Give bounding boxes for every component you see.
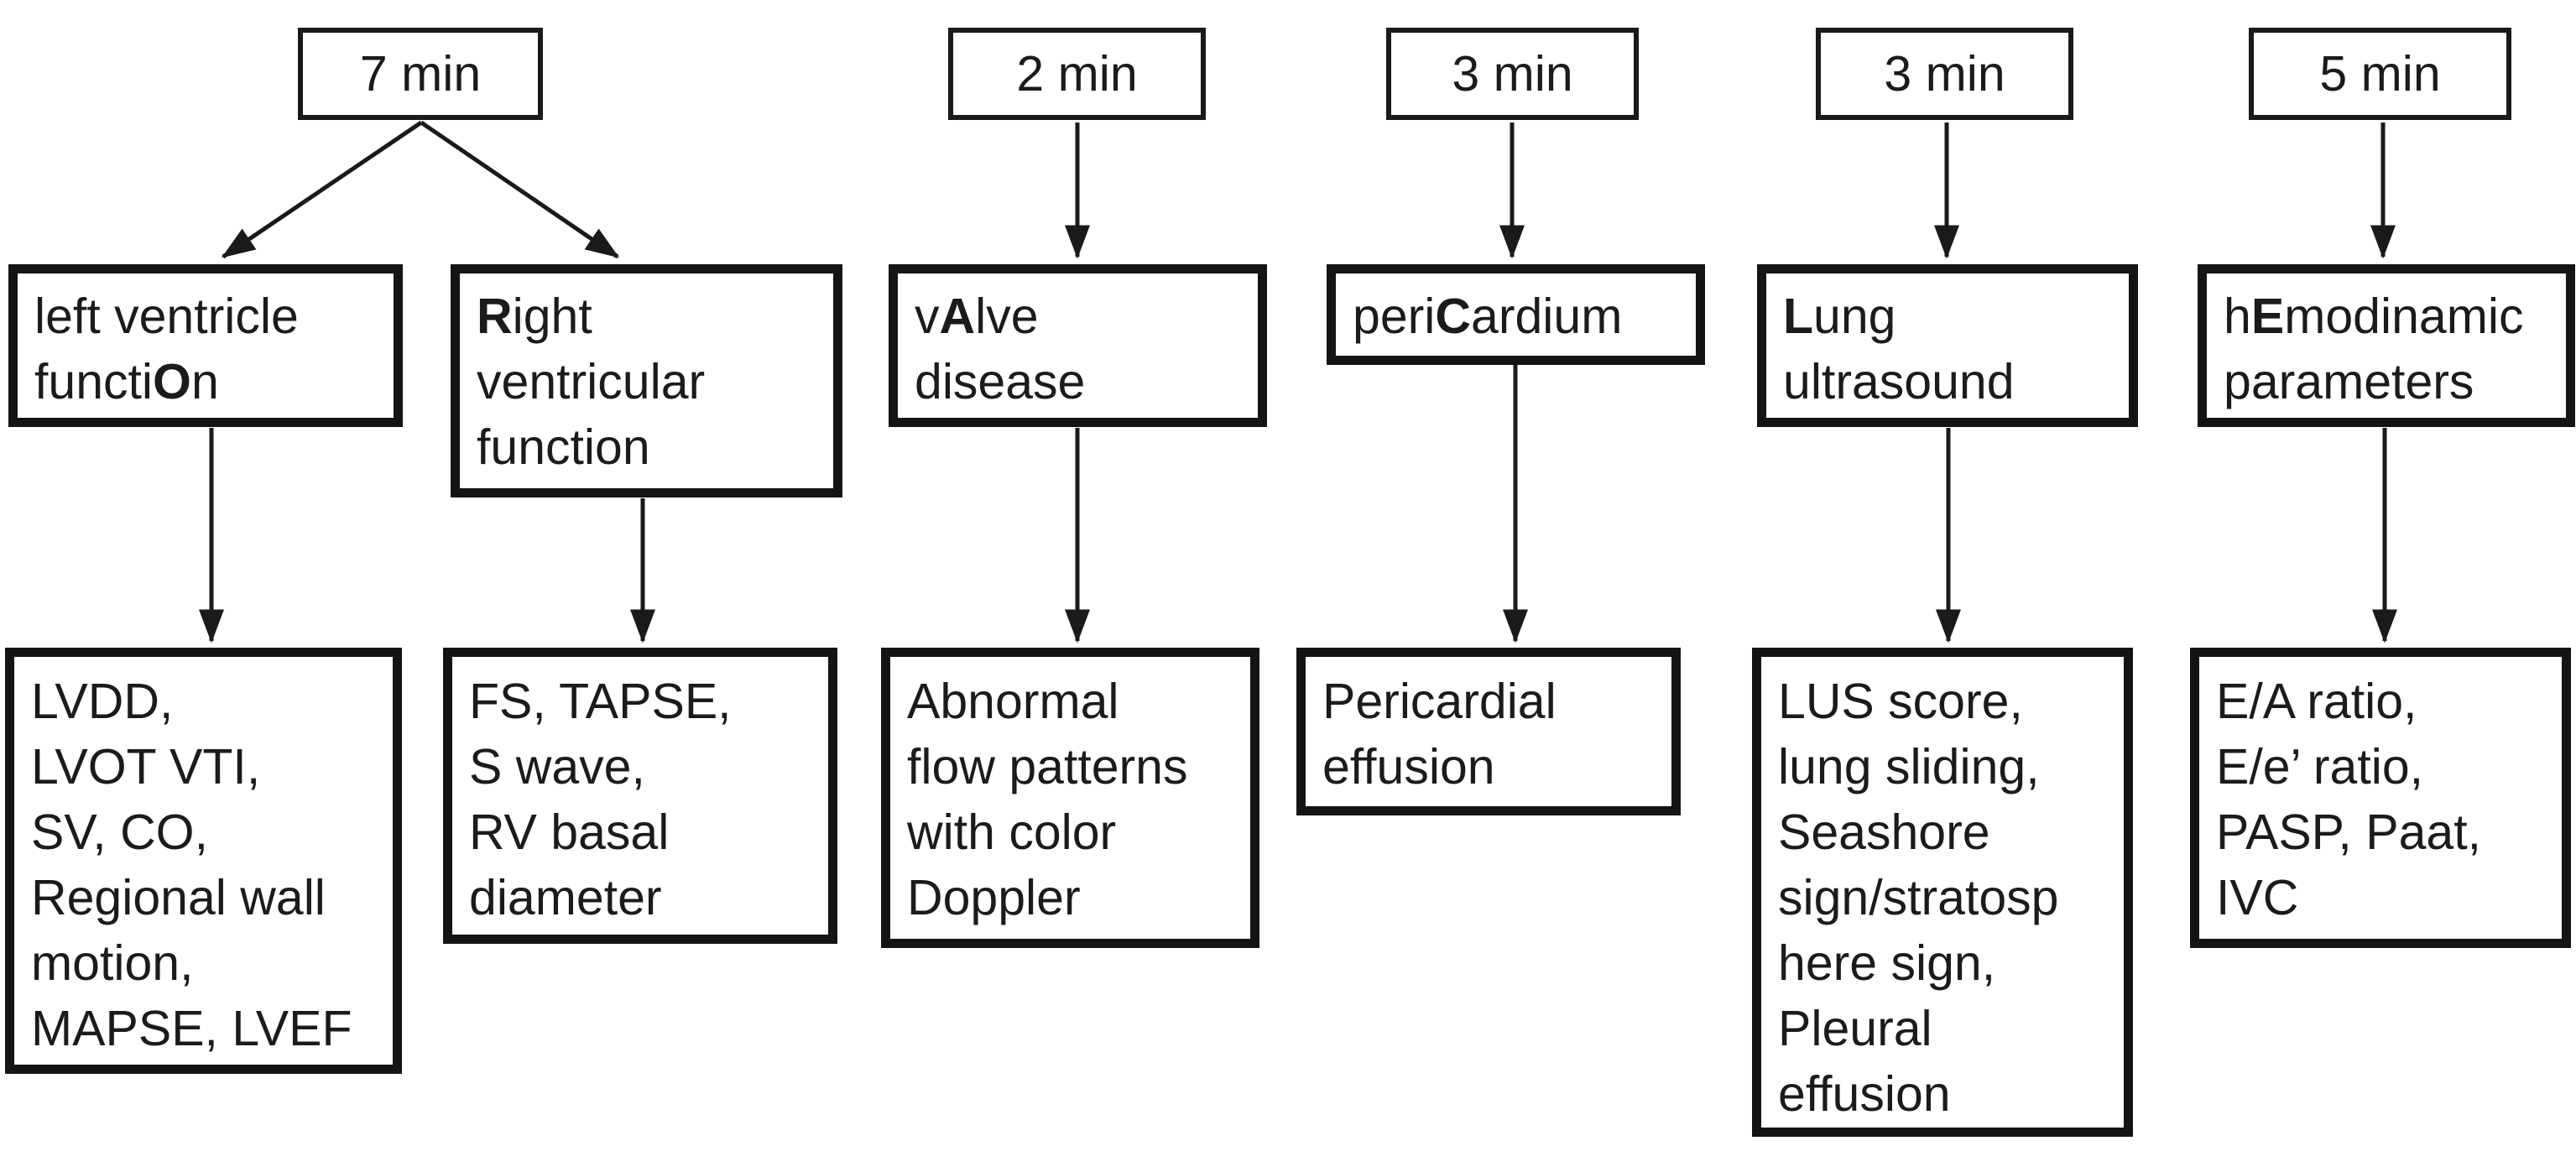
category-acronym-letter: R bbox=[477, 289, 513, 344]
category-box-lung-ultrasound: Lung ultrasound bbox=[1757, 264, 2138, 427]
category-text: lve disease bbox=[915, 289, 1086, 409]
category-box-right-ventricular-function: Right ventricular function bbox=[451, 264, 842, 497]
time-box-2min: 2 min bbox=[948, 28, 1206, 120]
time-label: 2 min bbox=[1016, 45, 1138, 102]
category-text: n bbox=[190, 354, 219, 409]
time-box-7min: 7 min bbox=[298, 28, 543, 120]
category-text: ight ventricular function bbox=[477, 289, 706, 475]
time-label: 3 min bbox=[1452, 45, 1573, 102]
detail-box-hemodynamic-measures: E/A ratio, E/e’ ratio, PASP, Paat, IVC bbox=[2190, 648, 2571, 948]
detail-box-rv-function-measures: FS, TAPSE, S wave, RV basal diameter bbox=[443, 648, 837, 944]
category-text: ardium bbox=[1471, 289, 1623, 344]
category-text: v bbox=[915, 289, 940, 344]
category-text: peri bbox=[1353, 289, 1436, 344]
arrow-7min-to-lv-function bbox=[221, 120, 423, 259]
category-text: h bbox=[2224, 289, 2251, 344]
category-text: ung ultrasound bbox=[1783, 289, 2015, 409]
category-text: modinamic parameters bbox=[2224, 289, 2524, 409]
category-text: left ventricle functi bbox=[34, 289, 299, 409]
category-box-pericardium: periCardium bbox=[1327, 264, 1705, 365]
arrow-7min-to-rv-function bbox=[420, 120, 620, 259]
time-box-5min: 5 min bbox=[2249, 28, 2511, 120]
category-acronym-letter: E bbox=[2250, 289, 2285, 344]
category-box-left-ventricle-function: left ventricle functiOn bbox=[8, 264, 403, 427]
time-label: 7 min bbox=[359, 45, 482, 102]
category-box-valve-disease: vAlve disease bbox=[889, 264, 1267, 427]
detail-box-valve-findings: Abnormal flow patterns with color Dopple… bbox=[881, 648, 1259, 948]
time-box-3min-lung: 3 min bbox=[1816, 28, 2073, 120]
category-box-hemodynamic-parameters: hEmodinamic parameters bbox=[2198, 264, 2575, 427]
time-box-3min-pericardium: 3 min bbox=[1386, 28, 1639, 120]
category-acronym-letter: O bbox=[153, 354, 191, 409]
time-label: 3 min bbox=[1884, 45, 2005, 102]
category-acronym-letter: C bbox=[1435, 289, 1471, 344]
category-acronym-letter: L bbox=[1783, 289, 1814, 344]
detail-box-lv-function-measures: LVDD, LVOT VTI, SV, CO, Regional wall mo… bbox=[5, 648, 402, 1074]
time-label: 5 min bbox=[2319, 45, 2441, 102]
detail-box-lung-findings: LUS score, lung sliding, Seashore sign/s… bbox=[1752, 648, 2133, 1137]
category-acronym-letter: A bbox=[939, 289, 976, 344]
detail-box-pericardial-effusion: Pericardial effusion bbox=[1296, 648, 1681, 815]
